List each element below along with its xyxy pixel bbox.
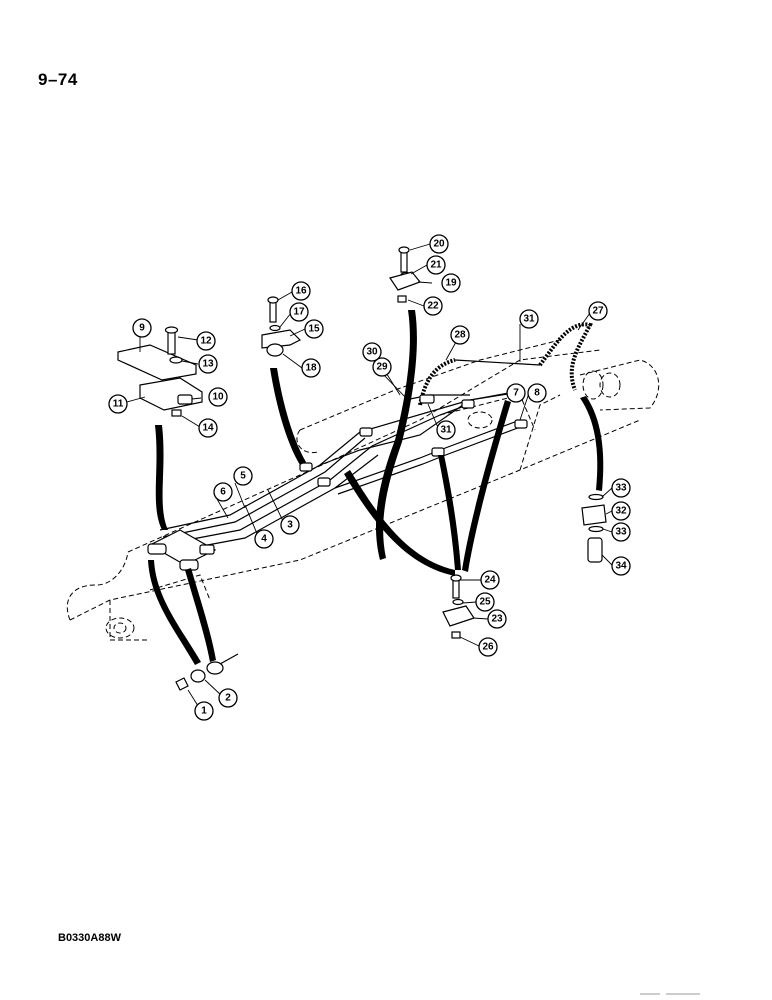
callout-6: 6 [213,482,233,502]
svg-text:15: 15 [308,324,320,335]
svg-text:3: 3 [287,520,293,531]
svg-text:32: 32 [615,506,627,517]
callout-8: 8 [527,383,547,403]
svg-text:25: 25 [479,597,491,608]
callout-22: 22 [423,296,443,316]
callout-31-mid: 31 [436,420,456,440]
callout-2: 2 [218,688,238,708]
svg-text:5: 5 [240,471,246,482]
svg-text:12: 12 [200,336,212,347]
callouts: 1 2 3 4 5 6 7 8 9 10 11 12 13 14 15 16 1… [108,234,631,721]
callout-31-top: 31 [519,309,539,329]
svg-text:23: 23 [491,614,503,625]
callout-18: 18 [301,358,321,378]
callout-16: 16 [291,281,311,301]
svg-text:4: 4 [261,534,267,545]
callout-leaders [126,243,613,710]
svg-text:34: 34 [615,561,627,572]
callout-5: 5 [233,466,253,486]
callout-4: 4 [254,529,274,549]
callout-24: 24 [480,570,500,590]
svg-text:27: 27 [592,306,604,317]
svg-text:13: 13 [202,359,214,370]
svg-text:33: 33 [615,483,627,494]
callout-3: 3 [280,515,300,535]
callout-34: 34 [611,556,631,576]
callout-19: 19 [441,273,461,293]
callout-15: 15 [304,319,324,339]
clamp-19-detail [389,246,421,303]
callout-27: 27 [588,301,608,321]
hose-assemblies [404,322,593,406]
boom-clamps [299,394,528,487]
svg-text:6: 6 [220,487,226,498]
svg-text:29: 29 [376,362,388,373]
svg-text:16: 16 [295,286,307,297]
svg-text:19: 19 [445,278,457,289]
svg-text:31: 31 [440,425,452,436]
clamp-15-detail [261,296,302,357]
callout-28: 28 [450,325,470,345]
callout-20: 20 [429,234,449,254]
callout-26: 26 [478,637,498,657]
leader-bands [148,310,604,665]
svg-text:9: 9 [139,323,145,334]
svg-text:20: 20 [433,239,445,250]
svg-text:31: 31 [523,314,535,325]
svg-text:8: 8 [534,388,540,399]
svg-text:30: 30 [366,347,378,358]
svg-text:1: 1 [201,706,207,717]
svg-text:24: 24 [484,575,496,586]
callout-7: 7 [506,383,526,403]
callout-33-top: 33 [611,478,631,498]
callout-10: 10 [208,387,228,407]
svg-text:26: 26 [482,642,494,653]
callout-30: 30 [362,342,382,362]
fittings-1-2-detail [175,653,239,691]
callout-23: 23 [487,609,507,629]
callout-14: 14 [198,418,218,438]
svg-text:14: 14 [202,423,214,434]
svg-text:22: 22 [427,301,439,312]
svg-text:17: 17 [293,307,305,318]
callout-32: 32 [611,501,631,521]
svg-text:10: 10 [212,392,224,403]
callout-9: 9 [132,318,152,338]
callout-21: 21 [426,255,446,275]
svg-text:7: 7 [513,388,519,399]
callout-12: 12 [196,331,216,351]
svg-text:28: 28 [454,330,466,341]
clamp-plate-detail [117,326,203,417]
callout-33-bottom: 33 [611,522,631,542]
svg-text:33: 33 [615,527,627,538]
callout-11: 11 [108,394,128,414]
callout-17: 17 [289,302,309,322]
svg-text:11: 11 [113,399,124,410]
front-clamp-assembly [147,529,217,571]
hydraulic-tubes [159,391,524,553]
tee-fitting-detail [581,493,607,563]
callout-29: 29 [372,357,392,377]
svg-text:2: 2 [225,693,231,704]
callout-13: 13 [198,354,218,374]
callout-25: 25 [475,592,495,612]
page-number: 9–74 [38,70,78,89]
svg-text:18: 18 [305,363,317,374]
clamp-23-detail [442,574,475,639]
figure-code: B0330A88W [58,932,121,944]
callout-1: 1 [194,701,214,721]
svg-text:21: 21 [430,260,442,271]
